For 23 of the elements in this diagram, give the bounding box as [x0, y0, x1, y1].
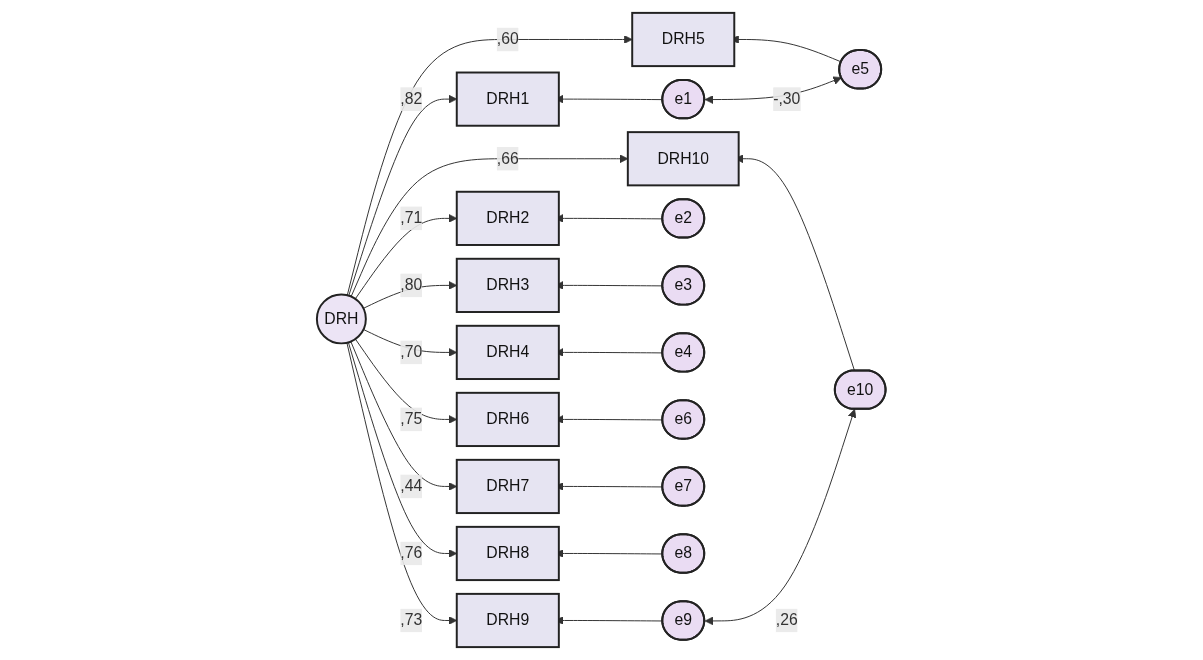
- edge-label: ,76: [400, 544, 423, 562]
- node-box: DRH10: [627, 131, 740, 187]
- edge-label: ,71: [400, 209, 423, 227]
- node-box: DRH7: [456, 458, 561, 515]
- node-box: DRH6: [456, 391, 561, 448]
- node-box: DRH4: [456, 324, 561, 380]
- edge-label: ,75: [400, 410, 423, 428]
- edge-label: ,70: [400, 343, 423, 361]
- node-box: DRH8: [456, 525, 561, 582]
- edge-label: ,82: [400, 90, 423, 108]
- node-box: DRH3: [456, 257, 561, 313]
- node-box: DRH2: [456, 190, 561, 246]
- edge-label: ,60: [497, 30, 520, 48]
- edge-label: ,80: [400, 276, 423, 294]
- edge-label: ,73: [400, 611, 423, 629]
- edge-label: ,26: [776, 611, 798, 629]
- edge-label: -,30: [773, 90, 801, 108]
- node-circle: DRH: [316, 293, 368, 345]
- node-box: DRH5: [631, 11, 736, 68]
- edge-label: ,44: [400, 477, 423, 495]
- node-box: DRH1: [456, 71, 561, 127]
- node-box: DRH9: [456, 592, 561, 649]
- edge-label: ,66: [497, 149, 520, 167]
